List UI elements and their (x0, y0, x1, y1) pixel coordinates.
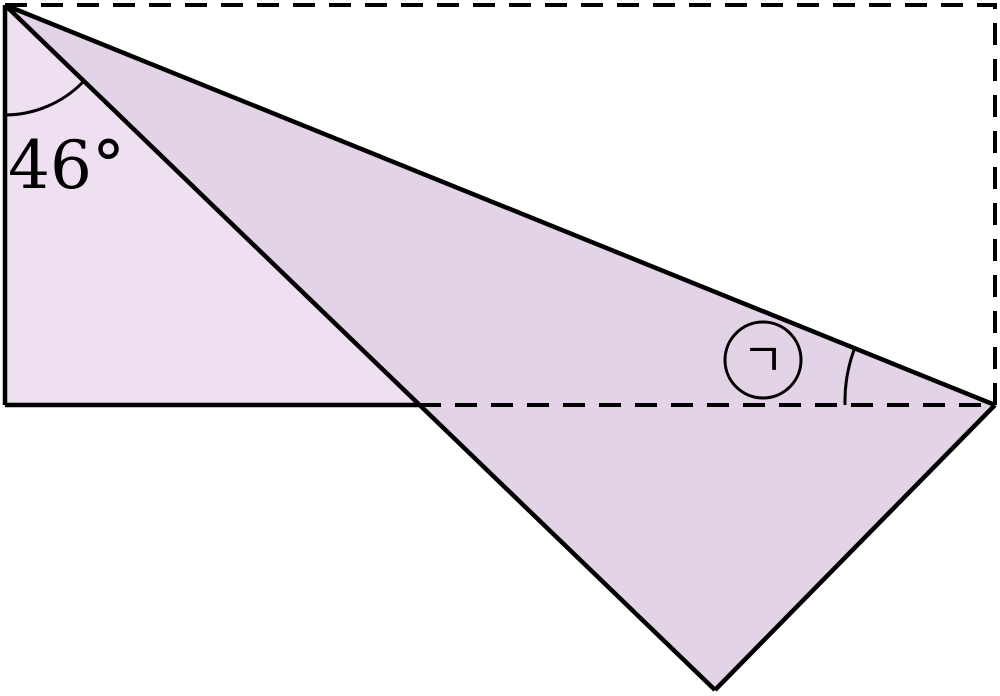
angle-label-46: 46° (8, 127, 125, 204)
folded-triangle-region (5, 5, 995, 690)
angle-arc-46 (4, 80, 85, 117)
angle-arc-marker (843, 349, 856, 406)
dashed-rectangle-outline (5, 3, 997, 407)
diagonal-fold-line (4, 2, 996, 408)
folded-right-edge (713, 403, 997, 692)
angle-marker-circle (723, 320, 803, 400)
folded-left-edge (3, 3, 717, 692)
angle-marker-label: ㄱ (742, 333, 784, 387)
